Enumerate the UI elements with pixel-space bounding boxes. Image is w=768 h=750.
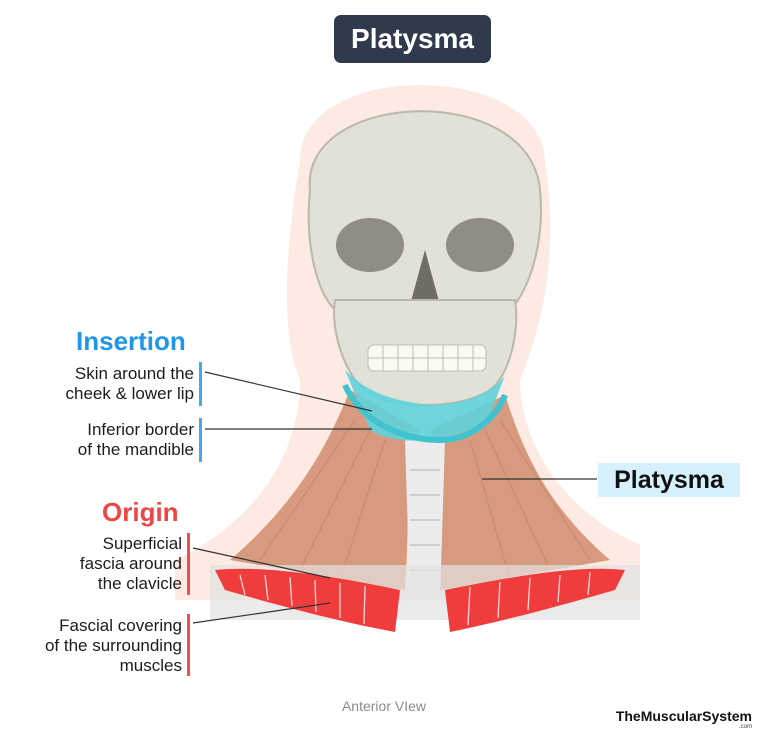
origin-point-clavicle-line1: Superficial [102, 534, 182, 553]
view-label: Anterior VIew [341, 698, 427, 714]
muscle-fibers [259, 419, 591, 581]
leader-line-clavicle [192, 547, 331, 579]
leader-line-muscles [192, 602, 331, 624]
insertion-bar-2 [199, 418, 202, 462]
brand-name: TheMuscularSystem [615, 708, 752, 724]
origin-bar-1 [187, 533, 190, 595]
insertion-point-mandible: Inferior border of the mandible [78, 420, 194, 460]
left-eye-socket [336, 218, 404, 272]
brand-suffix: .com [738, 724, 752, 730]
insertion-point-cheek: Skin around the cheek & lower lip [65, 364, 194, 404]
origin-highlight-right [445, 568, 625, 632]
origin-highlight-left [215, 568, 400, 632]
origin-point-clavicle-line2: fascia around [79, 554, 182, 573]
origin-point-muscles-line1: Fascial covering [59, 616, 182, 635]
leader-line-cheek [204, 371, 373, 412]
brand-logo: TheMuscularSystem .com [616, 709, 752, 731]
mandible-border-highlight [342, 383, 508, 444]
insertion-highlight [345, 370, 505, 441]
nasal-cavity [410, 250, 440, 305]
origin-point-muscles: Fascial covering of the surrounding musc… [45, 616, 182, 676]
origin-fibers [239, 571, 591, 626]
insertion-heading: Insertion [76, 326, 186, 356]
teeth-lines [368, 345, 486, 371]
insertion-bar-1 [199, 362, 202, 406]
platysma-muscle-right [430, 395, 610, 590]
right-eye-socket [446, 218, 514, 272]
origin-bar-2 [187, 614, 190, 676]
origin-point-clavicle-line3: the clavicle [97, 574, 182, 593]
origin-point-clavicle: Superficial fascia around the clavicle [80, 534, 182, 594]
platysma-muscle-left [230, 390, 420, 590]
origin-point-muscles-line2: of the surrounding [44, 636, 182, 655]
insertion-point-mandible-line2: of the mandible [77, 440, 194, 459]
insertion-point-mandible-line1: Inferior border [87, 420, 194, 439]
origin-point-muscles-line3: muscles [119, 656, 182, 675]
origin-heading: Origin [102, 497, 179, 527]
insertion-point-cheek-line1: Skin around the [74, 364, 194, 383]
platysma-callout: Platysma [598, 463, 740, 497]
title-badge: Platysma [334, 15, 491, 63]
leader-lines [192, 371, 597, 624]
insertion-point-cheek-line2: cheek & lower lip [65, 384, 194, 403]
